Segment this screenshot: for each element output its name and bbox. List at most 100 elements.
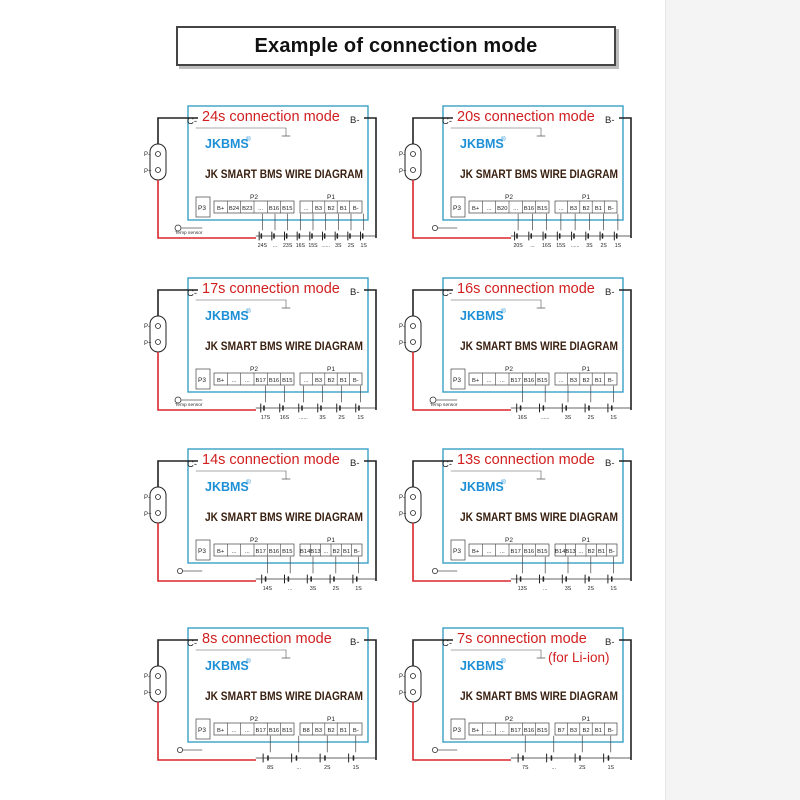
panel-8-p2-pin-label: ... <box>487 728 492 734</box>
panel-3-b-minus-wire <box>364 289 377 410</box>
panel-1-p1-pin-label: B2 <box>327 206 334 212</box>
panel-8-mode-heading: 7s connection mode <box>457 631 587 647</box>
panel-4-c-minus-label: C- <box>442 288 452 299</box>
panel-5-p2-pin-label: B17 <box>256 549 266 555</box>
panel-8-load-holder <box>404 665 422 703</box>
panel-6-p3-label: P3 <box>453 548 461 555</box>
panel-4-p1-pin-label: B1 <box>595 378 602 384</box>
panel-1-p1-pin-label: B1 <box>340 206 347 212</box>
panel-8-p1-pin-label: B- <box>608 728 614 734</box>
page-title-box: Example of connection mode <box>176 26 616 66</box>
panel-7-p-minus-terminal <box>155 673 161 679</box>
panel-2-brand-reg: ® <box>501 135 506 143</box>
panel-3-cell-label: 2S <box>338 415 345 421</box>
panel-7-p1-box <box>299 722 363 736</box>
panel-6-p1-pin-label: B- <box>609 549 615 555</box>
panel-1-brand-reg: ® <box>246 135 251 143</box>
panel-8-cell-label: 1S <box>608 765 615 771</box>
panel-1-p-minus-label: P- <box>144 152 150 158</box>
panel-5-p2-pin-label: ... <box>232 549 237 555</box>
panel-1-b-minus-label: B- <box>350 115 360 126</box>
panel-8-p2-pin-label: B+ <box>472 728 480 734</box>
panel-7-p1-pin-label: B2 <box>327 728 334 734</box>
panel-3-cell-label: ...... <box>299 415 308 421</box>
panel-6-p1-label: P1 <box>582 537 590 544</box>
panel-1-cell-label: 15S <box>308 243 318 249</box>
panel-2-b-minus-wire <box>619 117 632 238</box>
panel-7-p1-pin-label: B3 <box>315 728 322 734</box>
panel-5-cell-label: 1S <box>355 586 362 592</box>
panel-2-c-minus-wire <box>412 117 453 144</box>
panel-4-b-minus-label: B- <box>605 287 615 298</box>
panel-2-p1-box <box>554 200 618 214</box>
panel-3-p-minus-label: P- <box>144 324 150 330</box>
panel-2-cell-label: 20S <box>514 243 524 249</box>
panel-8-p2-pin-label: B16 <box>524 728 534 734</box>
panel-3-p2-pin-label: ... <box>232 378 237 384</box>
panel-5-p2-pin-label: B+ <box>217 549 225 555</box>
panel-6-cell-label: 13S <box>518 586 528 592</box>
panel-8-brand-label: JKBMS <box>460 659 504 673</box>
panel-3-p1-pin-label: B1 <box>340 378 347 384</box>
panel-4-cell-label: 16S <box>518 415 528 421</box>
panel-6-c-minus-wire <box>412 460 453 487</box>
panel-3-p1-pin-label: B2 <box>327 378 334 384</box>
panel-3-brand-label: JKBMS <box>205 309 249 323</box>
panel-1-p-minus-terminal <box>155 151 161 157</box>
panel-5-p2-pin-label: ... <box>245 549 250 555</box>
panel-8-cell-label: 7S <box>522 765 529 771</box>
panel-4-p2-label: P2 <box>505 366 513 373</box>
panel-6-p2-pin-label: B15 <box>537 549 547 555</box>
panel-7-p2-pin-label: B15 <box>282 728 292 734</box>
panel-2-p-minus-terminal <box>410 151 416 157</box>
panel-6-cell-label: 2S <box>588 586 595 592</box>
panel-8-ground-symbol <box>431 747 438 754</box>
panel-3-mode-heading: 17s connection mode <box>202 281 340 297</box>
panel-7-p3-box <box>195 718 211 740</box>
panel-8-p-plus-wire <box>412 702 511 761</box>
panel-2-cell-label: ...... <box>571 243 580 249</box>
panel-1-p1-label: P1 <box>327 194 335 201</box>
panel-3-cell-label: 1S <box>357 415 364 421</box>
panel-5-p3-box <box>195 539 211 561</box>
panel-2-cell-label: 15S <box>556 243 566 249</box>
panel-1-p3-label: P3 <box>198 205 206 212</box>
panel-6-load-holder <box>404 486 422 524</box>
panel-7-p2-pin-label: ... <box>232 728 237 734</box>
panel-1-cell-label: ...... <box>321 243 330 249</box>
panel-7-c-minus-label: C- <box>187 638 197 649</box>
panel-7-mode-heading: 8s connection mode <box>202 631 332 647</box>
panel-4-p1-box <box>554 372 618 386</box>
panel-2-p2-pin-label: B20 <box>497 206 507 212</box>
panel-5-ground-symbol <box>176 568 183 575</box>
panel-2-cell-label: 2S <box>600 243 607 249</box>
panel-6-p2-pin-label: B16 <box>524 549 534 555</box>
panel-2-p-plus-label: P+ <box>399 169 407 175</box>
panel-8-wire-diagram-label: JK SMART BMS WIRE DIAGRAM <box>460 689 618 703</box>
panel-1-mode-heading: 24s connection mode <box>202 109 340 125</box>
panel-8-c-minus-wire <box>412 639 453 666</box>
panel-1-c-minus-wire <box>157 117 198 144</box>
panel-3-p1-pin-label: B- <box>353 378 359 384</box>
panel-1-p2-pin-label: B16 <box>269 206 279 212</box>
panel-8-b-minus-label: B- <box>605 637 615 648</box>
panel-8-p1-box <box>554 722 618 736</box>
panel-7-cell-label: 2S <box>324 765 331 771</box>
panel-6-ground-symbol <box>431 568 438 575</box>
panel-7-p-plus-wire <box>157 702 256 761</box>
panel-7-p-minus-label: P- <box>144 674 150 680</box>
panel-4-wire-diagram-label: JK SMART BMS WIRE DIAGRAM <box>460 339 618 353</box>
panel-4-p-plus-label: P+ <box>399 341 407 347</box>
panel-6-p-minus-label: P- <box>399 495 405 501</box>
panel-1-cell-label: ... <box>273 243 277 249</box>
panel-8-p-plus-terminal <box>410 689 416 695</box>
panel-5-b-minus-label: B- <box>350 458 360 469</box>
panel-1-c-minus-label: C- <box>187 116 197 127</box>
panel-7-c-minus-wire <box>157 639 198 666</box>
panel-3-load-holder <box>149 315 167 353</box>
panel-7-ground-symbol <box>176 747 183 754</box>
panel-2-p1-pin-label: B3 <box>570 206 577 212</box>
panel-7-p1-label: P1 <box>327 716 335 723</box>
panel-7-b-minus-label: B- <box>350 637 360 648</box>
panel-4-mode-heading: 16s connection mode <box>457 281 595 297</box>
